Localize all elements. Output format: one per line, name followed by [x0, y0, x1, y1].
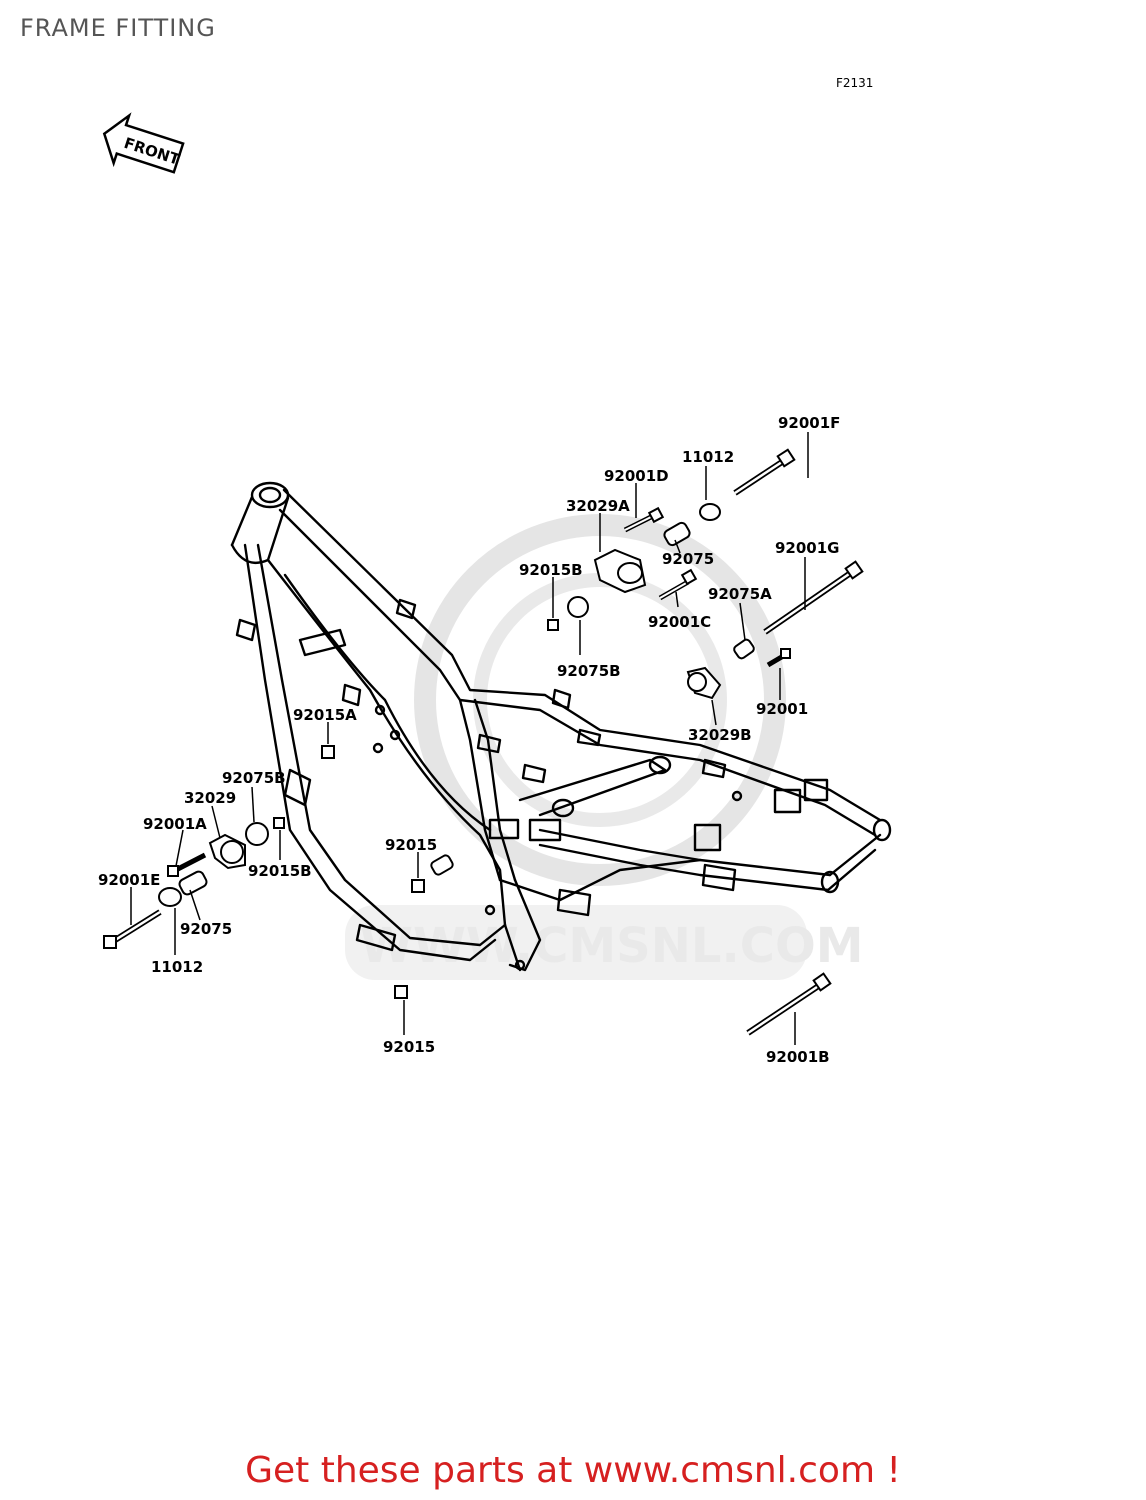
bracket-icon-32029B: [686, 666, 722, 700]
bushing-icon-92075-top: [663, 521, 691, 547]
part-label: 92075: [180, 920, 232, 938]
motorcycle-frame: [230, 481, 892, 972]
watermark-band: [345, 905, 807, 980]
part-label: 32029B: [688, 726, 752, 744]
part-label: 92001A: [143, 815, 207, 833]
part-label: 92015B: [248, 862, 312, 880]
bolt-icon-92001: [766, 648, 791, 668]
part-label: 92075B: [557, 662, 621, 680]
front-arrow-icon: FRONT: [102, 112, 185, 174]
collar-icon-11012-left: [158, 887, 182, 907]
watermark-text: WWW.CMSNL.COM: [360, 918, 864, 974]
bolt-icon-92001G: [763, 560, 864, 635]
bolt-icon-92001D: [623, 506, 665, 533]
nut-icon-92015-center: [411, 879, 425, 893]
nut-icon-92015B-top: [547, 619, 559, 631]
part-label: 92075A: [708, 585, 772, 603]
bracket-icon-32029A: [593, 548, 647, 594]
bushing-icon-92075-left: [178, 870, 208, 896]
bolt-icon-92001E: [103, 909, 162, 949]
bolt-icon-92001B: [746, 972, 832, 1036]
bolt-icon-92001F: [733, 448, 796, 496]
frame-diagram: WWW.CMSNL.COM FRONT: [98, 112, 892, 1066]
part-label: 92015B: [519, 561, 583, 579]
part-label: 92001G: [775, 539, 840, 557]
part-label: 92001E: [98, 871, 160, 889]
part-label: 92001: [756, 700, 808, 718]
part-label: 92075: [662, 550, 714, 568]
part-label: 11012: [682, 448, 734, 466]
parts-group: [103, 448, 864, 1036]
part-label: 32029A: [566, 497, 630, 515]
part-label: 92001D: [604, 467, 669, 485]
part-label: 92015A: [293, 706, 357, 724]
bushing-icon-92015-side: [430, 854, 454, 876]
bushing-icon-92075B-left: [245, 822, 269, 846]
part-label: 92001F: [778, 414, 840, 432]
watermark: WWW.CMSNL.COM: [345, 514, 864, 980]
part-label: 92001C: [648, 613, 711, 631]
nut-icon-92015-bottom: [394, 985, 408, 999]
bolt-icon-92001C: [658, 568, 698, 601]
part-label: 32029: [184, 789, 236, 807]
figure-code: F2131: [836, 76, 874, 90]
part-label: 92075B: [222, 769, 286, 787]
leader-lines: [130, 432, 809, 1045]
page-title: FRAME FITTING: [20, 14, 216, 42]
nut-icon-92015B-left: [273, 817, 285, 829]
nut-icon-92015A: [321, 745, 335, 759]
bushing-icon-92075B-top: [567, 596, 589, 618]
bushing-icon-92075A: [733, 638, 755, 660]
promo-banner-link[interactable]: Get these parts at www.cmsnl.com !: [245, 1450, 901, 1491]
bracket-icon-32029: [208, 833, 246, 870]
bolt-icon-92001A: [167, 852, 207, 877]
part-labels: 92001F 11012 92001D 32029A 92075 92001G …: [98, 414, 840, 1066]
part-label: 92015: [383, 1038, 435, 1056]
part-label: 92001B: [766, 1048, 830, 1066]
part-label: 92015: [385, 836, 437, 854]
part-label: 11012: [151, 958, 203, 976]
collar-icon-11012-top: [699, 503, 721, 521]
